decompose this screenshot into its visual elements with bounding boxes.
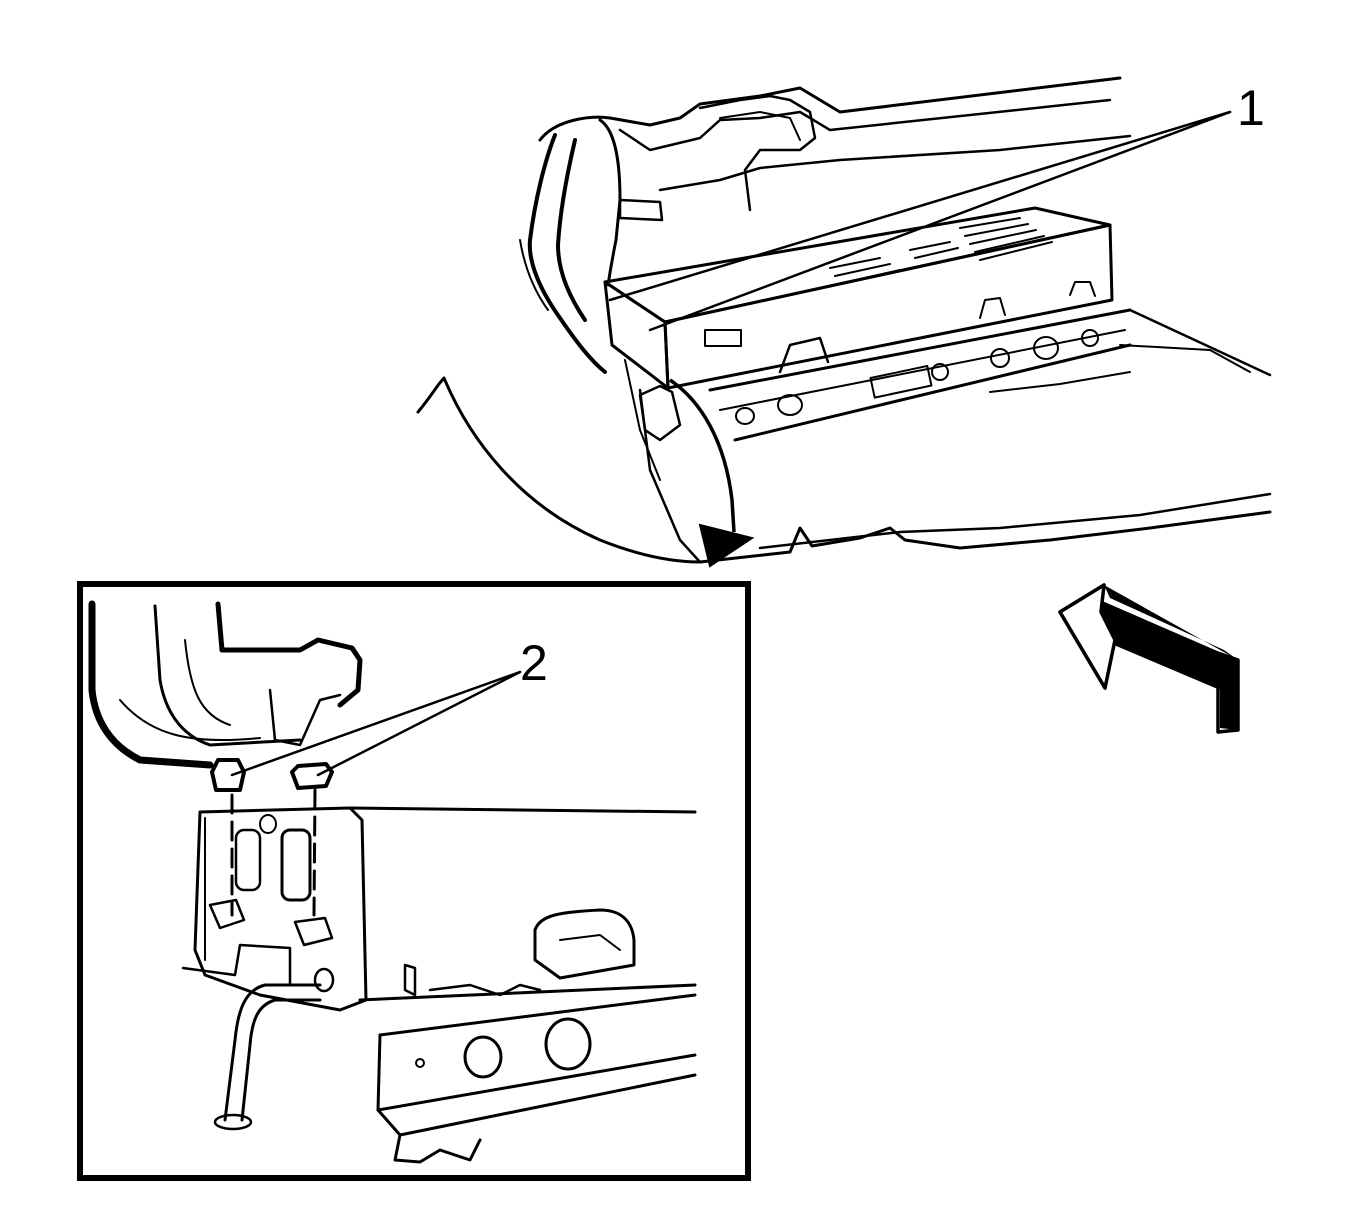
rail-hole-2: [777, 394, 803, 416]
inset-rail-hole-2: [544, 1017, 592, 1071]
inset-rail-front-top: [378, 993, 697, 1037]
inset-rail-lower: [398, 1073, 697, 1137]
upper-clip: [698, 94, 817, 212]
inset-box-detail: [559, 934, 621, 951]
rail-slot: [869, 364, 933, 399]
inset-module-top-edge: [348, 806, 697, 814]
inset-clip-right: [290, 762, 334, 790]
floor-inner: [989, 371, 1131, 393]
callout-1-leader-a: [608, 110, 1232, 302]
left-strap-inner: [556, 138, 587, 322]
inset-view: [77, 581, 751, 1181]
floor-line-lower: [698, 510, 1272, 564]
top-trim-lower: [658, 134, 1132, 192]
inset-screw: [259, 814, 277, 834]
inset-base-plate: [181, 943, 292, 987]
top-trim-inner: [618, 98, 1112, 152]
view-direction-arrow-icon: [1058, 583, 1240, 734]
callout-2-leader-b: [316, 670, 522, 777]
inset-tube-base: [213, 1113, 253, 1131]
rail-hole-3: [931, 363, 949, 381]
rail-hole-1: [735, 407, 755, 425]
callout-1-label: 1: [1237, 80, 1265, 136]
module-left-face: [603, 280, 670, 390]
inset-tab-left: [208, 898, 246, 930]
inset-grommet: [313, 967, 335, 993]
inset-window-left: [234, 828, 262, 892]
inset-rail-pin: [415, 1058, 425, 1068]
lower-rail-bottom: [733, 343, 1132, 442]
main-view: [416, 76, 1272, 564]
inset-box: [533, 908, 636, 980]
inset-trim-top: [215, 601, 363, 708]
lower-rail-top: [708, 308, 1132, 392]
inset-rail-hole-1: [463, 1035, 503, 1079]
floor-edge-right-2: [1119, 344, 1251, 373]
inset-trim-outline: [153, 604, 302, 747]
inset-trim-inner: [119, 699, 261, 742]
inset-tab-right: [293, 916, 334, 947]
top-trim: [538, 76, 1122, 142]
inset-tube-outer: [223, 983, 322, 1122]
inset-frame: [77, 581, 751, 1181]
inset-tube-inner: [240, 998, 322, 1122]
module-tab-1: [979, 297, 1006, 319]
module-fins: [829, 217, 1053, 285]
callout-1-leader-b: [648, 110, 1232, 332]
inset-connector: [428, 983, 542, 997]
inset-bracket: [393, 1133, 482, 1164]
floor-bracket: [638, 384, 682, 442]
body-outline-curve: [416, 376, 702, 564]
left-wall-inner: [624, 359, 661, 481]
rail-hole-4: [990, 348, 1010, 368]
callout-2-label: 2: [520, 635, 548, 691]
upper-clip-inner: [719, 111, 801, 141]
inset-rail-top: [358, 983, 697, 1002]
inset-trim-thick: [88, 600, 214, 769]
rail-handle: [778, 336, 830, 374]
curved-arrow-icon: [669, 378, 755, 568]
floor-line-upper: [758, 492, 1272, 550]
left-wall: [638, 388, 702, 564]
module-tab-2: [1069, 281, 1096, 297]
inset-module-panel: [193, 806, 368, 1012]
left-strap-edge: [519, 239, 549, 311]
module-label: [704, 329, 742, 347]
rail-hole-6: [1081, 329, 1099, 347]
inset-rail-end: [376, 1033, 402, 1137]
inset-rail-front-bottom: [376, 1053, 697, 1112]
inset-trim-shade: [184, 639, 231, 726]
callout-2-leader-a: [230, 670, 522, 777]
inset-trim-lower: [268, 688, 342, 747]
floor-edge-right: [1128, 308, 1272, 377]
inset-stud: [403, 963, 417, 997]
module-front-face: [663, 223, 1114, 390]
inset-window-right: [280, 828, 312, 902]
upper-bracket: [618, 198, 664, 222]
strap-to-module: [598, 118, 622, 287]
rail-hole-5: [1033, 336, 1059, 360]
inset-dash-right: [312, 788, 317, 917]
left-strap-outer: [527, 133, 607, 374]
